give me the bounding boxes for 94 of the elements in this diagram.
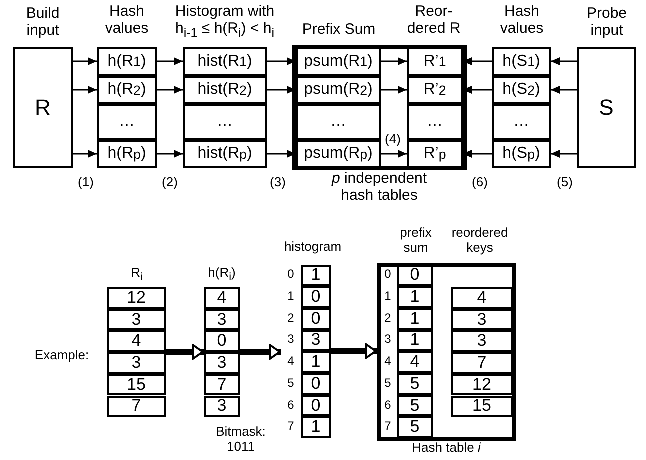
column-heading: Probe input [586, 5, 628, 40]
arrow [73, 150, 97, 158]
step-number: (2) [162, 176, 178, 190]
table-cell: 4 [397, 351, 433, 373]
table-cell: 4 [204, 287, 240, 309]
row-index: 1 [288, 290, 294, 304]
column-heading: reordered keys [450, 226, 510, 256]
table-cell: 0 [397, 264, 433, 286]
arrow [157, 86, 183, 94]
arrow [551, 58, 577, 66]
row-index: 6 [288, 398, 294, 412]
table-cell: 3 [204, 352, 240, 374]
table-cell: … [296, 104, 381, 140]
table-cell: 3 [107, 308, 166, 330]
table-cell: 0 [301, 373, 331, 395]
table-cell: 5 [397, 373, 433, 395]
block-arrow [166, 344, 204, 360]
example-label: Example: [34, 348, 90, 364]
row-index: 2 [384, 312, 392, 326]
step-number: (4) [385, 132, 401, 148]
block-arrow [240, 344, 281, 360]
column-heading: h(R$_{i}$) [207, 266, 237, 284]
row-index: 4 [384, 355, 392, 369]
column-heading: Prefix Sum [301, 21, 377, 38]
table-cell: 1 [301, 351, 331, 373]
table-cell: 1 [397, 286, 433, 308]
row-index: 3 [288, 334, 294, 348]
table-cell: 3 [301, 330, 331, 352]
column-heading: Reor- dered R [406, 3, 462, 38]
arrow [551, 86, 577, 94]
step-number: (5) [557, 176, 573, 190]
row-index: 7 [288, 420, 294, 434]
table-cell: 5 [397, 394, 433, 416]
arrow [73, 58, 97, 66]
table-cell: … [407, 104, 463, 140]
table-cell: 0 [301, 286, 331, 308]
step-number: (3) [270, 176, 286, 190]
table-cell: 1 [301, 416, 331, 438]
block-arrow [331, 343, 377, 360]
table-cell: … [183, 104, 267, 140]
table-cell: 15 [451, 396, 513, 418]
table-cell: 7 [451, 352, 513, 374]
row-index: 0 [384, 268, 392, 282]
table-cell: 0 [204, 330, 240, 352]
table-cell: 4 [107, 330, 166, 352]
row-index: 4 [288, 355, 294, 369]
table-cell: 5 [397, 416, 433, 438]
table-cell: 1 [397, 330, 433, 352]
table-caption: Hash table i [411, 441, 482, 457]
table-cell: 7 [107, 396, 166, 418]
table-cell: 3 [451, 308, 513, 330]
arrow [381, 150, 407, 158]
arrow [157, 150, 183, 158]
step-number: (6) [472, 176, 488, 190]
table-cell: 1 [301, 264, 331, 286]
column-heading: Hash values [104, 3, 150, 38]
table-cell: 0 [301, 308, 331, 330]
row-index: 6 [384, 398, 392, 412]
table-cell: 3 [107, 352, 166, 374]
step-number: (1) [78, 176, 94, 190]
table-cell: 3 [204, 396, 240, 418]
bitmask-note: Bitmask: 1011 [215, 425, 267, 455]
arrow [381, 86, 407, 94]
arrow [73, 86, 97, 94]
table-cell: … [492, 104, 551, 140]
row-index: 2 [288, 312, 294, 326]
column-heading: Hash values [499, 3, 545, 38]
table-cell: 3 [204, 308, 240, 330]
row-index: 7 [384, 420, 392, 434]
table-cell: 12 [451, 374, 513, 396]
table-cell: … [97, 104, 157, 140]
input-box: R [13, 47, 73, 168]
table-cell: 3 [451, 330, 513, 352]
table-cell: 12 [107, 287, 166, 309]
arrow [551, 150, 577, 158]
row-index: 0 [288, 268, 294, 282]
column-heading: histogram [283, 240, 343, 255]
column-heading: R$_{i}$ [130, 266, 144, 284]
column-heading: Build input [25, 5, 61, 40]
row-index: 3 [384, 334, 392, 348]
row-index: 5 [384, 376, 392, 391]
row-index: 5 [288, 376, 294, 391]
table-cell: 15 [107, 374, 166, 396]
table-cell: 0 [301, 394, 331, 416]
arrow [381, 58, 407, 66]
input-box: S [577, 47, 636, 168]
table-caption: p independent hash tables [330, 171, 428, 201]
column-heading: Histogram with h$_{i-1}$ ≤ h(R$_{i}$) < h$_{i}$ [174, 3, 276, 41]
table-cell: 4 [451, 287, 513, 309]
table-cell: 1 [397, 308, 433, 330]
row-index: 1 [384, 290, 392, 304]
table-cell: 7 [204, 374, 240, 396]
column-heading: prefix sum [399, 226, 433, 256]
arrow [157, 58, 183, 66]
